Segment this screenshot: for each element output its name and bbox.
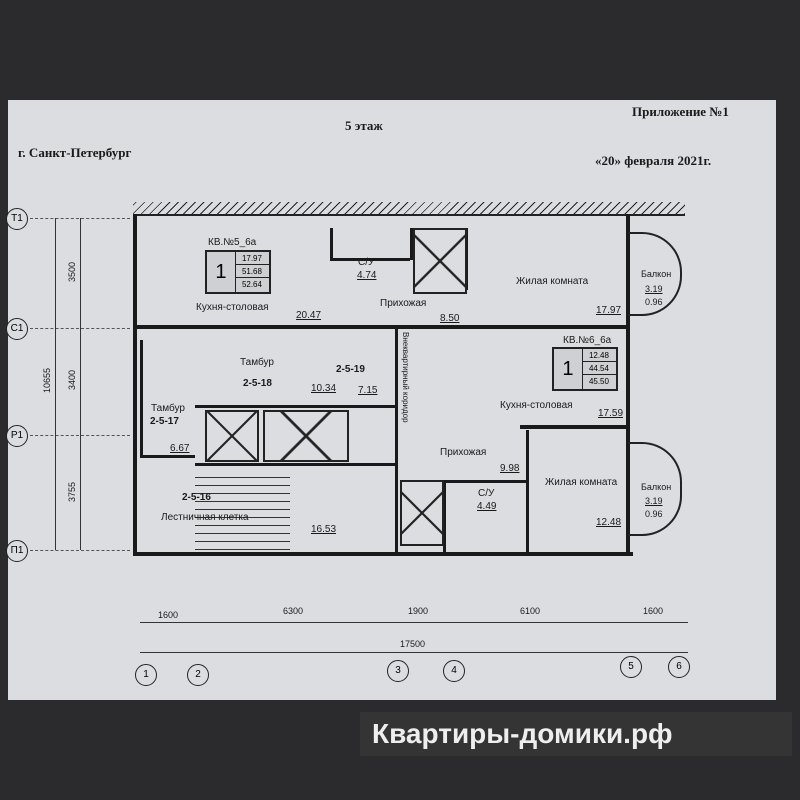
- axis-col-1: 1: [135, 664, 157, 686]
- city-label: г. Санкт-Петербург: [18, 145, 132, 160]
- room-area: 8.50: [440, 313, 460, 324]
- room-name: С/У: [478, 488, 495, 499]
- wall: [330, 228, 333, 260]
- room-name: Кухня-столовая: [196, 302, 269, 313]
- room-name: Прихожая: [440, 447, 487, 458]
- room-name: Жилая комната: [545, 477, 618, 488]
- axis-row-c1: С1: [6, 318, 28, 340]
- apt6-total-b: 45.50: [588, 377, 609, 387]
- wall: [410, 228, 413, 260]
- room-name: С/У: [358, 257, 375, 268]
- room-area: 17.97: [596, 305, 622, 316]
- room-area: 3.19: [645, 496, 663, 506]
- room-area: 10.34: [311, 383, 337, 394]
- wall: [195, 405, 395, 408]
- wall: [195, 463, 395, 466]
- axis-row-t1: Т1: [6, 208, 28, 230]
- dim-vertical-2: 3400: [67, 370, 77, 391]
- watermark: Квартиры-домики.рф: [360, 712, 792, 756]
- dim-horizontal: 6100: [520, 606, 541, 616]
- axis-line: [30, 550, 130, 551]
- axis-row-p1: Р1: [6, 425, 28, 447]
- wall: [430, 325, 630, 329]
- shaft-lower: [400, 480, 444, 546]
- wall: [140, 455, 195, 458]
- dim-total-vertical: 10655: [42, 368, 52, 394]
- dim-line: [55, 218, 56, 550]
- room-area: 9.98: [500, 463, 520, 474]
- wall: [626, 214, 630, 556]
- wall: [443, 480, 446, 552]
- room-area: 3.19: [645, 284, 663, 294]
- wall: [133, 214, 137, 556]
- dim-line: [140, 652, 688, 653]
- wall: [443, 480, 528, 483]
- staircase: [195, 470, 290, 550]
- shaft-upper: [413, 228, 467, 294]
- room-name: Балкон: [641, 482, 672, 492]
- wall: [330, 258, 410, 261]
- apt6-total: 44.54: [581, 362, 616, 376]
- room-coef: 0.96: [645, 297, 663, 307]
- room-area: 4.49: [477, 501, 497, 512]
- exterior-wall-hatch: [133, 202, 685, 216]
- date-label: «20» февраля 2021г.: [595, 153, 712, 168]
- room-area: 12.48: [596, 517, 622, 528]
- apt6-rooms: 1: [554, 349, 583, 389]
- room-name: Балкон: [641, 269, 672, 279]
- room-id: 2-5-16: [182, 492, 211, 503]
- room-id: 2-5-17: [150, 416, 179, 427]
- room-area: 7.15: [358, 385, 378, 396]
- room-area: 17.59: [598, 408, 624, 419]
- dim-vertical-1: 3500: [67, 262, 77, 283]
- room-name: Лестничная клетка: [161, 512, 249, 523]
- elevator-2: [263, 410, 349, 462]
- wall: [395, 329, 398, 552]
- wall: [520, 425, 630, 429]
- dim-line: [140, 622, 688, 623]
- room-name: Прихожая: [380, 298, 427, 309]
- dim-horizontal: 1900: [408, 606, 429, 616]
- room-coef: 0.96: [645, 509, 663, 519]
- axis-col-2: 2: [187, 664, 209, 686]
- room-name: Тамбур: [240, 357, 274, 368]
- room-name: Кухня-столовая: [500, 400, 573, 411]
- apt5-living: 17.97: [234, 252, 269, 266]
- elevator-1: [205, 410, 259, 462]
- wall: [137, 325, 465, 329]
- apt5-total: 51.68: [234, 265, 269, 279]
- apt6-summary: 1 12.48 44.54 45.50: [552, 347, 618, 391]
- room-name: Жилая комната: [516, 276, 589, 287]
- axis-col-6: 6: [668, 656, 690, 678]
- room-name: Тамбур: [151, 403, 185, 414]
- axis-col-4: 4: [443, 660, 465, 682]
- dim-total-horizontal: 17500: [400, 639, 426, 649]
- dim-horizontal: 1600: [643, 606, 664, 616]
- room-id: 2-5-18: [243, 378, 272, 389]
- wall: [140, 340, 143, 455]
- room-id: 2-5-19: [336, 364, 365, 375]
- apt5-label: КВ.№5_6а: [208, 237, 257, 248]
- dim-horizontal: 6300: [283, 606, 304, 616]
- apt6-living: 12.48: [581, 349, 616, 363]
- dim-horizontal: 1600: [158, 610, 179, 620]
- dim-line: [80, 218, 81, 550]
- wall: [526, 430, 529, 552]
- dim-vertical-3: 3755: [67, 482, 77, 503]
- appendix-label: Приложение №1: [632, 104, 729, 119]
- apt5-total-b: 52.64: [241, 280, 262, 290]
- apt5-summary: 1 17.97 51.68 52.64: [205, 250, 271, 294]
- room-area: 4.74: [357, 270, 377, 281]
- axis-col-5: 5: [620, 656, 642, 678]
- room-name: Внеквартирный коридор: [401, 332, 410, 423]
- apt6-label: КВ.№6_6а: [563, 335, 612, 346]
- axis-row-p1b: П1: [6, 540, 28, 562]
- floor-title: 5 этаж: [345, 118, 383, 133]
- room-area: 20.47: [296, 310, 322, 321]
- wall: [133, 552, 633, 556]
- apt5-rooms: 1: [207, 252, 236, 292]
- room-area: 16.53: [311, 524, 337, 535]
- axis-col-3: 3: [387, 660, 409, 682]
- room-area: 6.67: [170, 443, 190, 454]
